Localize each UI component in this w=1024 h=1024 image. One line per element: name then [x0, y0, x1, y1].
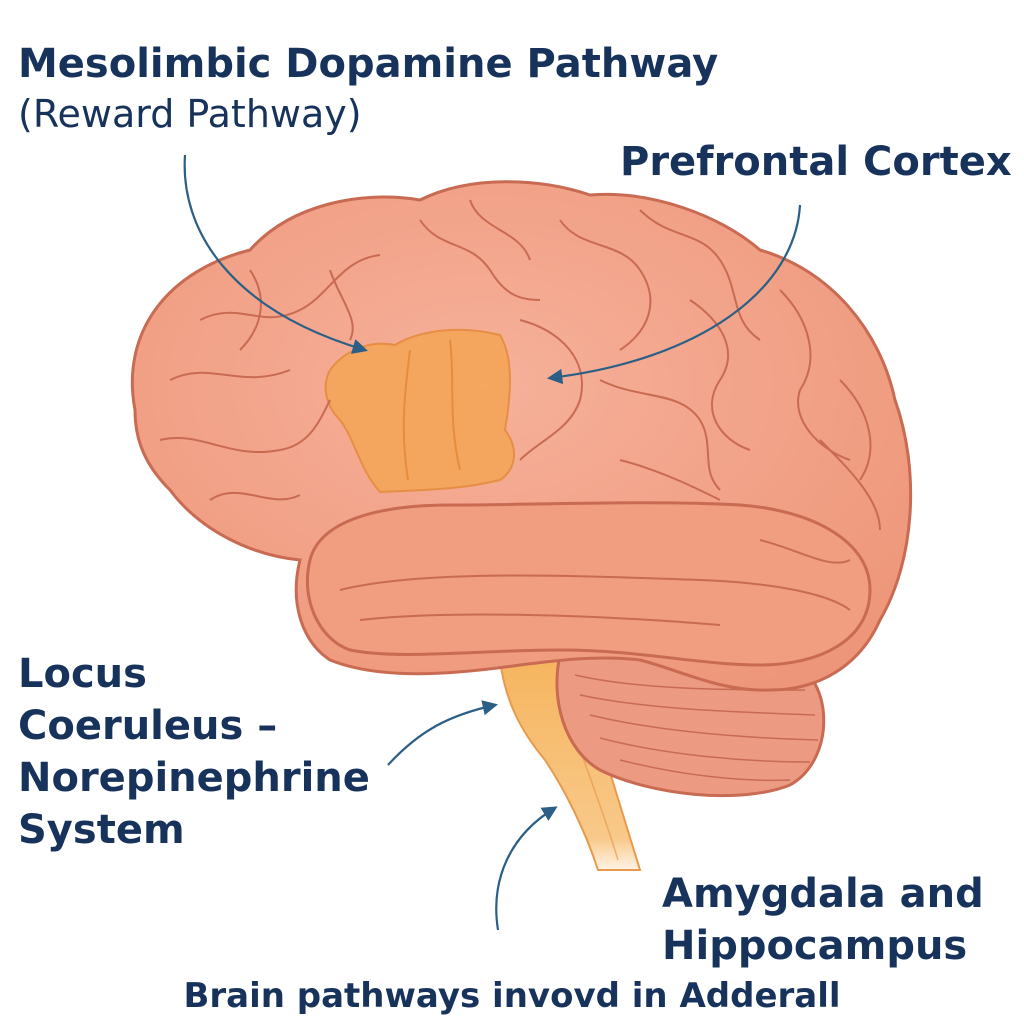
amygdala-label: Amygdala and Hippocampus: [662, 868, 984, 972]
arrow-mesolimbic: [183, 154, 368, 354]
temporal-lobe: [305, 501, 872, 667]
mesolimbic-label: Mesolimbic Dopamine Pathway: [18, 41, 719, 87]
amygdala-line-2: Hippocampus: [662, 923, 968, 969]
amygdala-line-1: Amygdala and: [662, 871, 984, 917]
locus-line-2: Coeruleus –: [18, 703, 278, 749]
brain-folds: [159, 199, 881, 564]
arrow-locus: [387, 700, 499, 766]
pointer-arrows: [183, 154, 802, 931]
locus-line-1: Locus: [18, 651, 147, 697]
locus-line-3: Norepinephrine: [18, 755, 370, 801]
diagram-caption: Brain pathways invovd in Adderall: [183, 976, 841, 1016]
reward-pathway-highlight: [324, 328, 515, 494]
arrow-amygdala: [495, 806, 558, 931]
prefrontal-label: Prefrontal Cortex: [620, 139, 1012, 185]
locus-coeruleus-label: Locus Coeruleus – Norepinephrine System: [18, 648, 370, 856]
mesolimbic-sublabel: (Reward Pathway): [18, 92, 362, 136]
arrow-prefrontal: [546, 204, 802, 385]
locus-line-4: System: [18, 807, 185, 853]
